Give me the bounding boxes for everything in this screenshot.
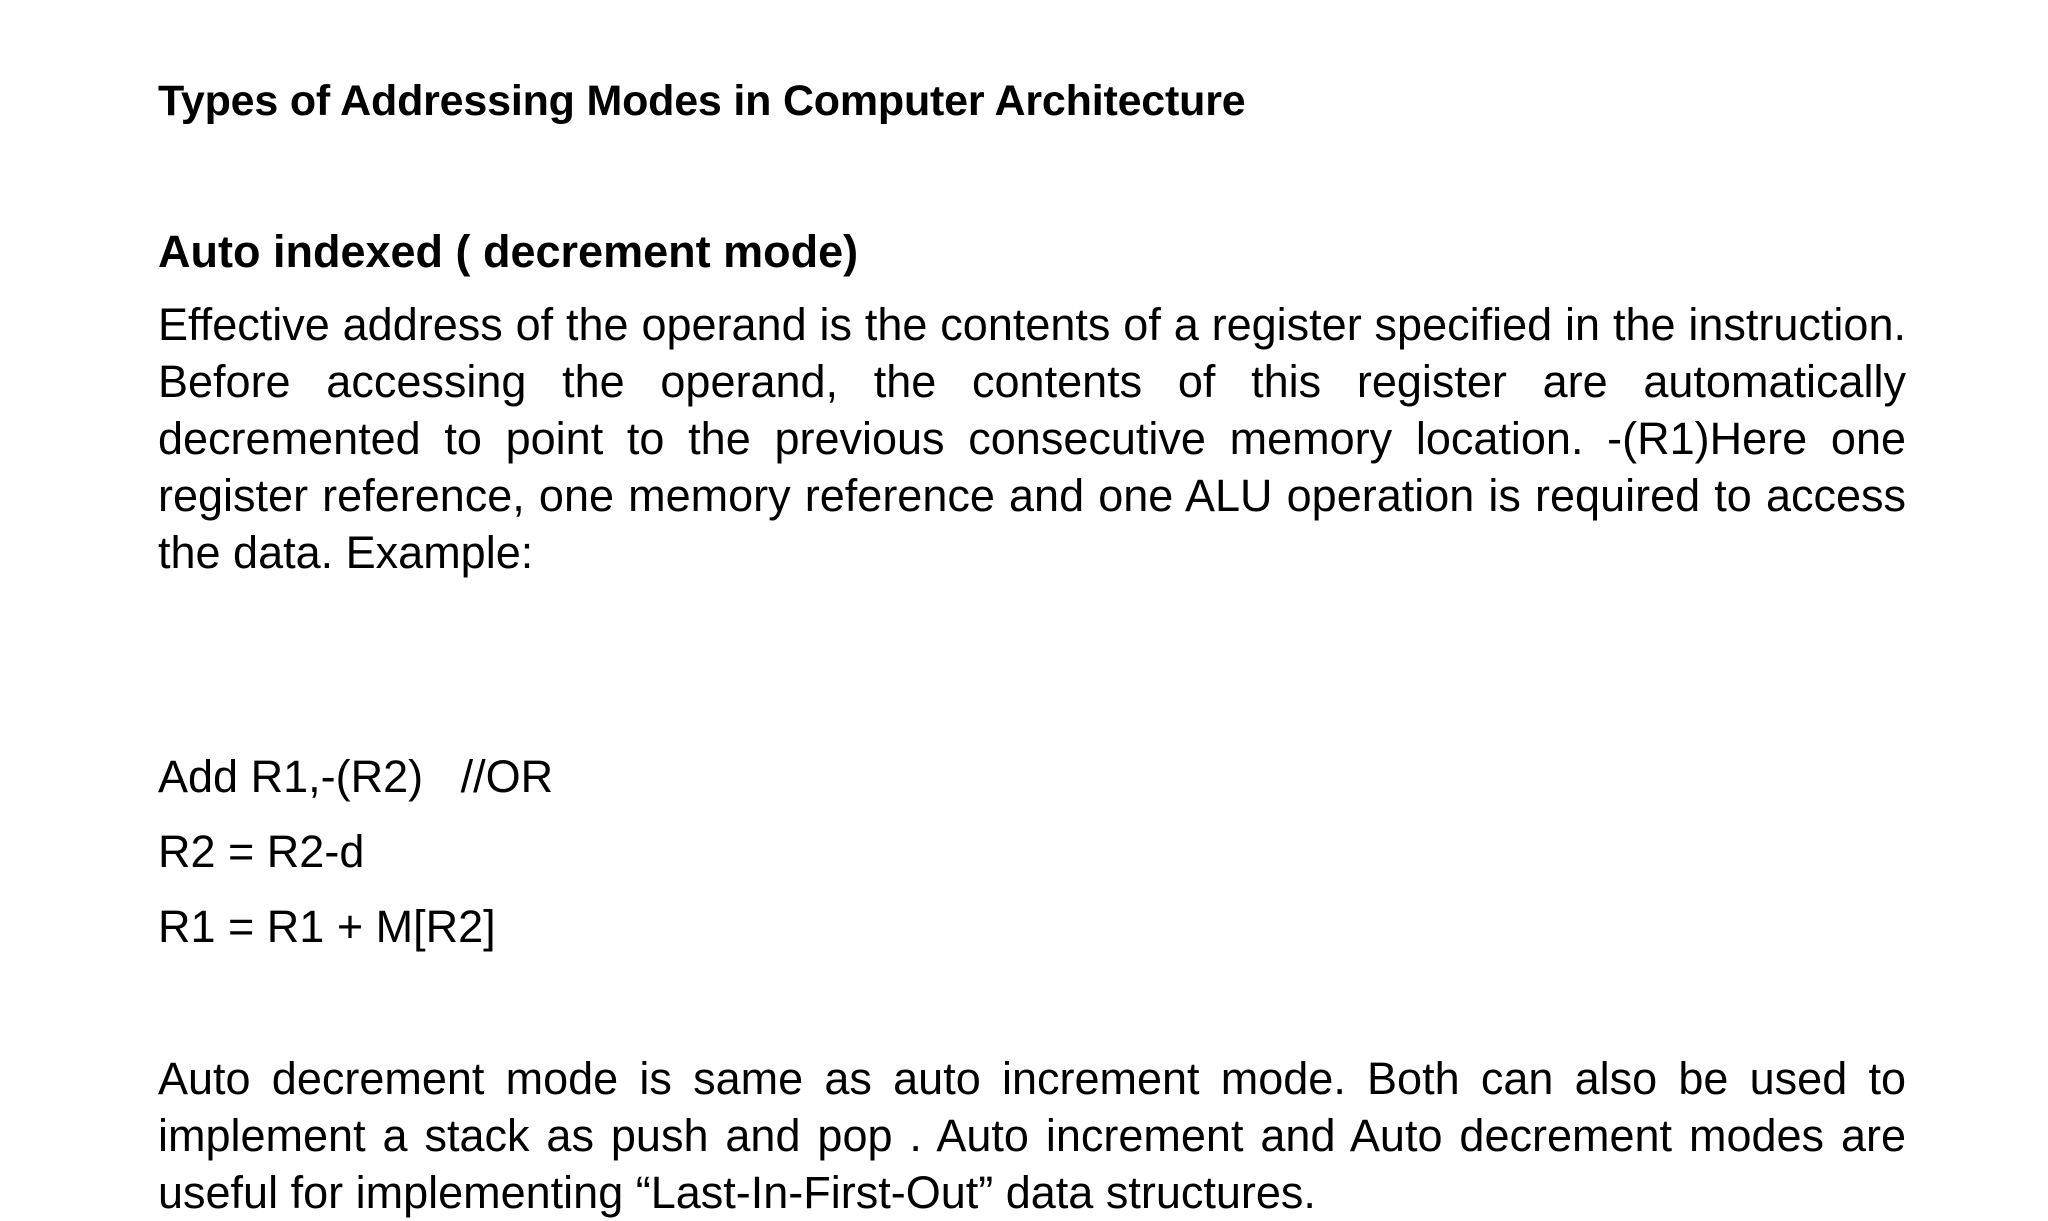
summary-paragraph: Auto decrement mode is same as auto incr…: [158, 1053, 1906, 1218]
slide: Types of Addressing Modes in Computer Ar…: [158, 74, 1906, 1218]
code-line-add: R1 = R1 + M[R2]: [158, 901, 496, 952]
section-heading: Auto indexed ( decrement mode): [158, 226, 859, 277]
slide-content: Types of Addressing Modes in Computer Ar…: [158, 74, 1906, 1218]
code-line-decrement: R2 = R2-d: [158, 826, 365, 877]
slide-title: Types of Addressing Modes in Computer Ar…: [158, 77, 1246, 125]
code-line-instruction: Add R1,-(R2) //OR: [158, 751, 554, 802]
description-paragraph: Effective address of the operand is the …: [158, 299, 1906, 578]
